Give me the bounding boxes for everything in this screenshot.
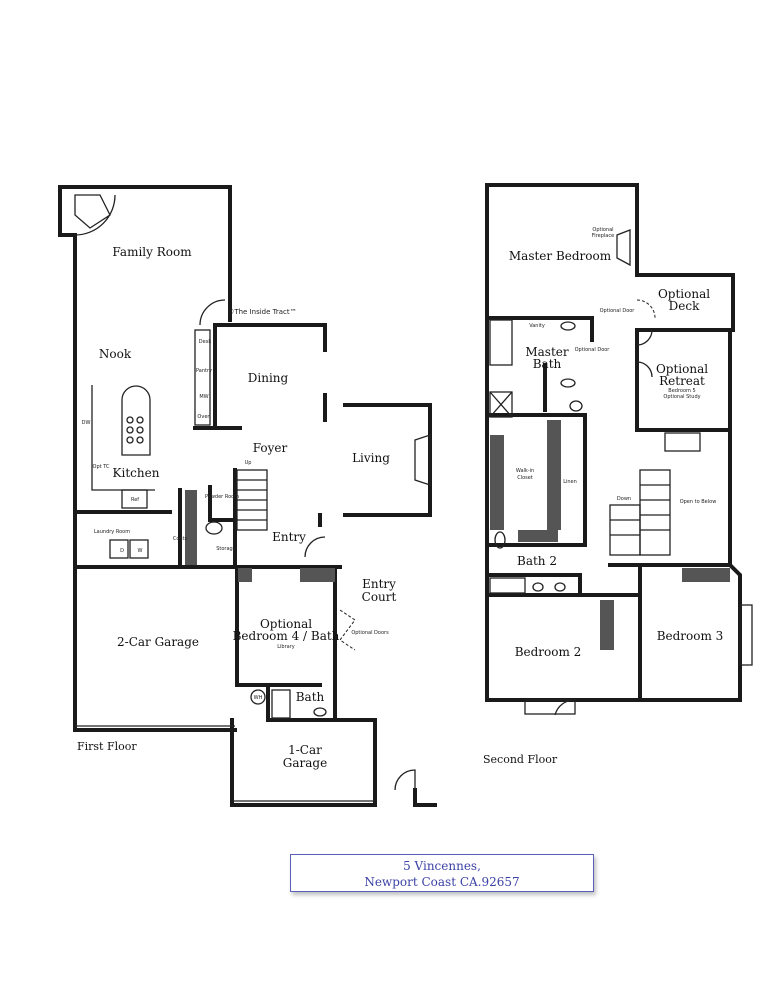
room-1-car-garage-line2: Garage [283,756,327,770]
room-bath-2: Bath 2 [517,554,557,568]
fixture-powder-room: Powder Room [205,494,239,500]
room-1-car-garage-line1: 1-Car [288,743,322,757]
fixture-vanity: Vanity [529,323,545,329]
room-foyer: Foyer [253,441,288,455]
room-optional-deck-line1: Optional [658,287,710,301]
fixture-dryer: D [120,548,124,554]
room-walk-in-line1: Walk-in [516,468,534,474]
room-family-room: Family Room [112,245,192,259]
first-floor-labels: Family Room ©The Inside Tract™ Nook Dini… [77,245,397,770]
room-library: Library [277,644,295,650]
room-retreat-line1: Optional [656,362,708,376]
first-floor-fixtures [74,194,431,802]
first-floor-walls [58,185,437,807]
address-line1: 5 Vincennes, [403,859,481,873]
room-linen: Linen [563,479,577,485]
optional-door-deck: Optional Door [600,308,636,314]
fixture-pantry: Pantry [196,368,212,374]
fixture-opt-tc: Opt TC [93,464,110,470]
fixture-storage: Storage [216,546,236,552]
room-bed4-line2: Bedroom 4 / Bath [233,629,340,643]
optional-fireplace-line2: Fireplace [592,233,614,239]
room-entry: Entry [272,530,306,544]
room-retreat-sub2: Optional Study [663,394,700,400]
fixture-mw: MW [199,394,208,400]
room-living: Living [352,451,390,465]
room-2-car-garage: 2-Car Garage [117,635,199,649]
room-nook: Nook [99,347,132,361]
room-bath: Bath [296,690,325,704]
fixture-oven: Oven [197,414,210,420]
room-dining: Dining [248,371,289,385]
room-bedroom-3: Bedroom 3 [657,629,724,643]
stair-up-label: Up [245,460,252,466]
optional-door-bath: Optional Door [575,347,611,353]
fixture-ref: Ref [131,497,139,503]
second-floor-caption: Second Floor [483,753,558,766]
room-master-bath-line1: Master [525,345,569,359]
room-master-bedroom: Master Bedroom [509,249,612,263]
room-retreat-sub1: Bedroom 5 [668,388,695,394]
address-line2: Newport Coast CA.92657 [364,875,520,889]
fixture-washer: W [138,548,143,554]
second-floor-walls [485,183,742,702]
room-master-bath-line2: Bath [533,357,562,371]
copyright-text: ©The Inside Tract™ [227,308,296,316]
address-box: 5 Vincennes, Newport Coast CA.92657 [290,854,594,892]
optional-doors-label: Optional Doors [351,630,389,636]
fixture-dw: DW [82,420,91,426]
fixture-water-heater: WH [254,695,263,701]
room-entry-court-line1: Entry [362,577,396,591]
fixture-desk: Desk [199,339,212,345]
fixture-coats: Coats [173,536,188,542]
room-entry-court-line2: Court [362,590,397,604]
stair-down-label: Down [617,496,631,502]
room-optional-deck-line2: Deck [669,299,700,313]
room-laundry: Laundry Room [94,529,130,535]
room-open-to-below: Open to Below [680,499,717,505]
room-walk-in-line2: Closet [517,475,533,481]
optional-fireplace-line1: Optional [592,227,613,233]
room-retreat-line2: Retreat [659,374,705,388]
second-floor-fixtures [489,229,753,716]
room-bedroom-2: Bedroom 2 [515,645,582,659]
second-floor-labels: Master Bedroom Optional Deck Master Bath… [483,227,723,766]
room-bed4-line1: Optional [260,617,312,631]
room-kitchen: Kitchen [113,466,160,480]
first-floor-caption: First Floor [77,740,137,753]
